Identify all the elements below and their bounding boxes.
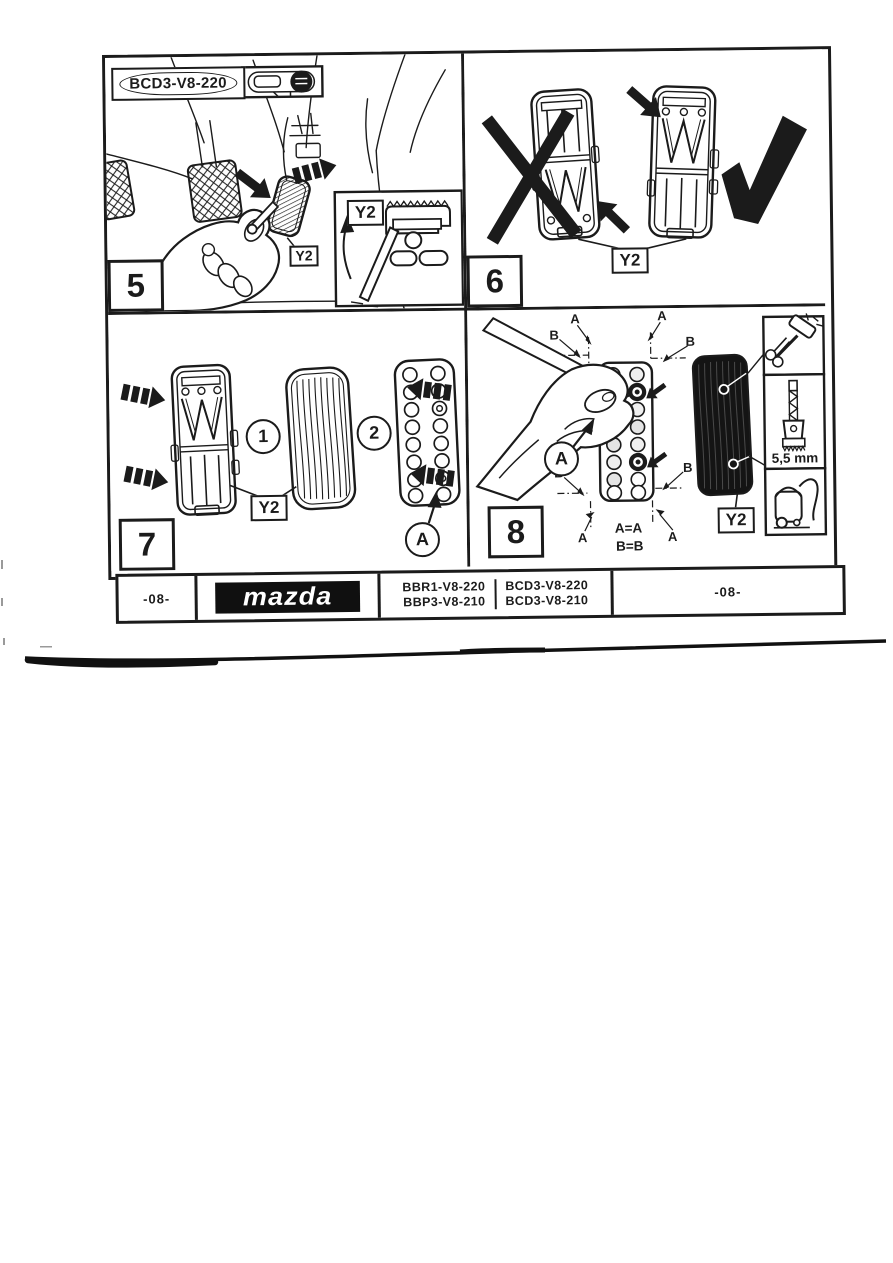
label-b-top-right: B (685, 334, 695, 349)
part-number: BCD3-V8-210 (505, 593, 589, 609)
panel-grid: BCD3-V8-220 Y2 Y2 5 (102, 46, 838, 580)
vehicle-type-icon (240, 65, 324, 99)
footer-bar: -08- mazda BBR1-V8-220 BBP3-V8-210 BCD3-… (115, 564, 846, 624)
panel-step-5: BCD3-V8-220 Y2 Y2 5 (105, 53, 465, 312)
brake-pedal-pad (186, 159, 243, 223)
part-number: BBR1-V8-220 (402, 579, 486, 595)
hole-a-leader (427, 504, 436, 524)
y2-inset-callout: Y2 (346, 199, 384, 227)
part-numbers-left-column: BBR1-V8-220 BBP3-V8-210 (402, 579, 485, 610)
drilled-hole-bottom (728, 458, 739, 470)
wrong-x-mark-icon (481, 109, 582, 245)
label-leader-lines (559, 321, 688, 532)
part-number: BBP3-V8-210 (403, 594, 486, 610)
tool-blade (358, 226, 400, 303)
pedal-back-correct (646, 85, 720, 240)
scan-fold-line (24, 639, 887, 668)
panel-step-7: 1 2 A Y2 7 (108, 310, 468, 571)
hand-with-tool (144, 200, 281, 312)
step-number: 5 (107, 259, 165, 312)
label-a-bottom-right: A (668, 529, 678, 544)
page-number-right: -08- (714, 583, 742, 600)
detail-inset (333, 189, 465, 308)
panel8-illustration: 5,5 mm A A B B B B (475, 308, 828, 554)
label-b-top-left: B (549, 327, 559, 342)
push-arrow-icon (122, 462, 171, 494)
label-a-top-right: A (657, 308, 667, 323)
hammer-punch-icon (764, 313, 824, 368)
label-a-bottom-left: A (578, 530, 588, 545)
part-number: BCD3-V8-220 (505, 578, 589, 594)
equation-a: A=A (615, 520, 643, 535)
push-arrow-icon (119, 380, 168, 412)
panel6-illustration (481, 80, 807, 251)
alignment-labels: A A B B B B A A A=A B=B (549, 308, 695, 554)
equation-b: B=B (616, 538, 644, 553)
steering-wheel-icon (290, 70, 313, 93)
drill-size-label: 5,5 mm (772, 450, 819, 466)
step-number: 7 (118, 518, 176, 571)
y2-leader-line (734, 493, 739, 508)
y2-callout: Y2 (611, 247, 649, 274)
scan-edge-artifacts (0, 550, 10, 660)
part-numbers-cell: BBR1-V8-220 BBP3-V8-210 BCD3-V8-220 BCD3… (380, 570, 614, 618)
label-b-bottom-right: B (683, 460, 693, 475)
clutch-pedal-pad (105, 159, 136, 221)
panel5-illustration (105, 53, 465, 312)
drill-bit-icon (781, 379, 806, 453)
drilled-pedal (691, 353, 754, 497)
remove-direction-arrow-icon (291, 154, 340, 187)
correct-check-mark-icon (721, 115, 807, 225)
pedal-back (170, 363, 240, 516)
step-number: 6 (466, 254, 524, 308)
pedal-rubber-face (285, 366, 357, 511)
panel7-illustration (119, 358, 461, 524)
part-number-label: BCD3-V8-220 (111, 66, 246, 101)
part-numbers-right-column: BCD3-V8-220 BCD3-V8-210 (505, 578, 588, 609)
y2-callout: Y2 (717, 507, 755, 534)
part-numbers-divider (494, 579, 497, 610)
y2-callout: Y2 (250, 494, 288, 522)
step-number: 8 (487, 505, 545, 559)
panel-step-8: 5,5 mm A A B B B B (467, 306, 829, 567)
part-number-text: BCD3-V8-220 (119, 71, 238, 96)
serrated-edge (386, 199, 449, 208)
instruction-sheet: BCD3-V8-220 Y2 Y2 5 (102, 46, 846, 624)
y2-callout: Y2 (289, 245, 319, 267)
page-number-left: -08- (118, 575, 198, 621)
tools-sidebar: 5,5 mm (762, 313, 828, 537)
vacuum-cleaner-icon (773, 478, 819, 529)
hand-with-pen (475, 316, 635, 502)
brand-cell: mazda (197, 573, 381, 620)
label-a-top-left: A (570, 311, 580, 326)
mazda-logo: mazda (215, 580, 361, 614)
panel-step-6: Y2 6 (464, 49, 826, 308)
drilled-hole-top (718, 383, 730, 395)
leader-arrowheads (573, 332, 670, 519)
